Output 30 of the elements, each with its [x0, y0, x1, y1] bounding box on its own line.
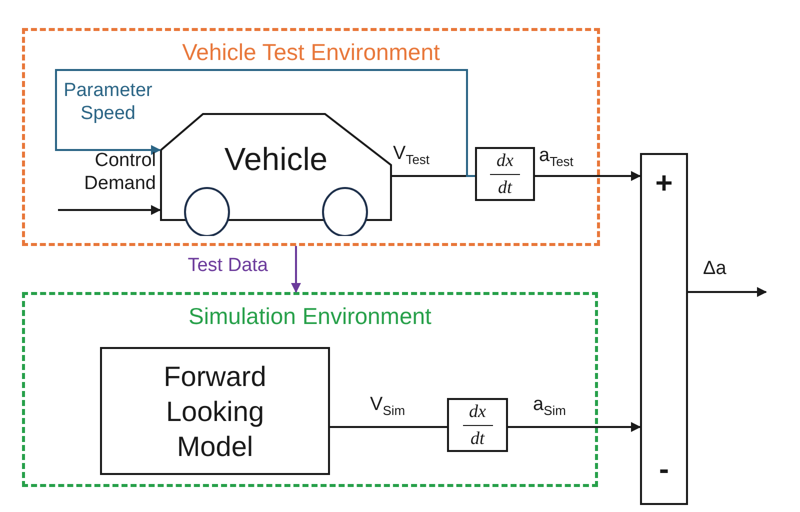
process-box: [100, 347, 330, 475]
group-title: Simulation Environment: [188, 303, 432, 330]
node-label: Vehicle: [224, 140, 328, 178]
summing-block: [640, 153, 688, 505]
arrow: [55, 69, 475, 177]
node-label: Forward Looking Model: [162, 360, 268, 464]
derivative-block: [475, 147, 535, 201]
numerator-text: dx: [496, 150, 514, 170]
arrow: [688, 287, 767, 297]
edge-label: a$_{Sim}$: [533, 394, 567, 418]
numerator-text: dx: [469, 402, 486, 422]
derivative-block: [447, 398, 508, 452]
sign-label: +: [655, 169, 673, 199]
dashed-group-box: [22, 292, 598, 487]
edge-label: Δa: [703, 258, 728, 281]
denominator-text: dt: [498, 178, 512, 198]
arrow: [58, 205, 161, 215]
dashed-group-box: [22, 28, 600, 246]
arrow: [508, 422, 641, 432]
arrow: [291, 246, 301, 293]
sign-label: -: [659, 455, 669, 485]
edge-label: Control Demand: [83, 150, 156, 196]
edge-label: Test Data: [186, 255, 268, 278]
edge-label: a$_{Test}$: [539, 145, 574, 170]
arrow: [535, 171, 641, 181]
edge-label: Parameter Speed: [62, 80, 154, 126]
group-title: Vehicle Test Environment: [181, 39, 441, 66]
edge-label: V$_{Test}$: [393, 143, 431, 168]
denominator-text: dt: [470, 428, 484, 448]
edge-label: V$_{Sim}$: [370, 394, 406, 418]
